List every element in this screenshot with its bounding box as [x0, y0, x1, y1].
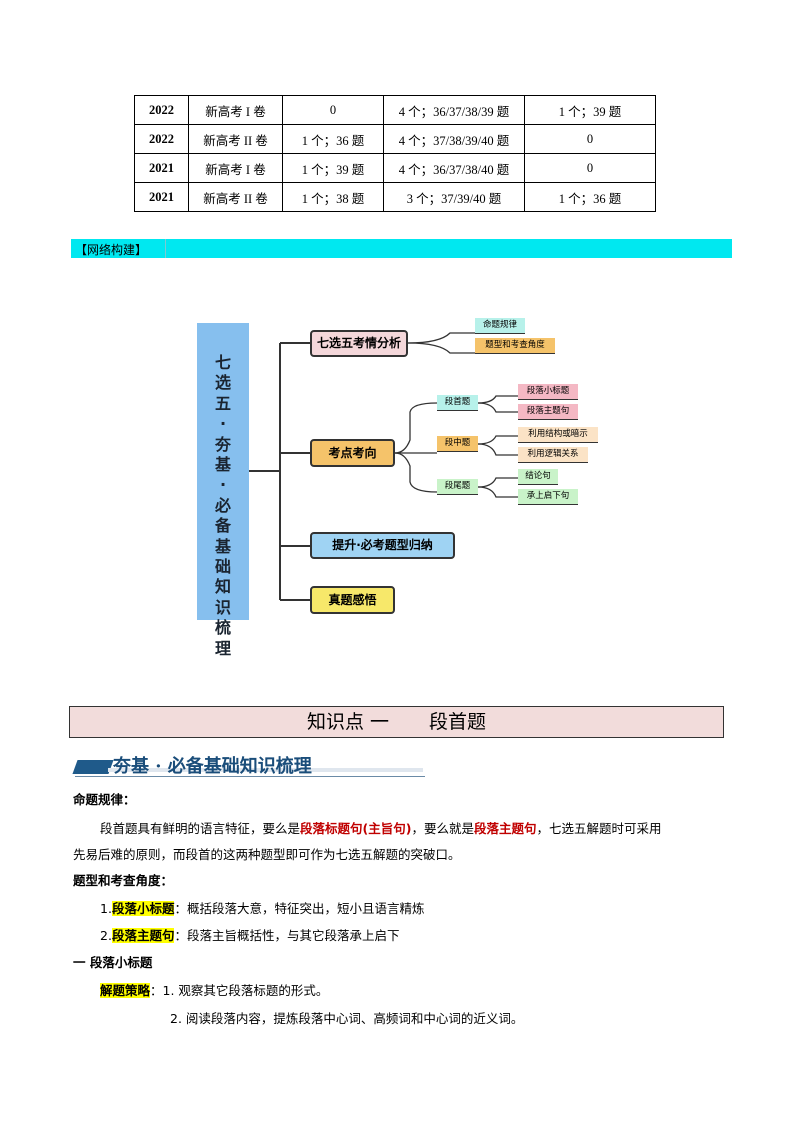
- mindmap-root-char: 识: [214, 597, 231, 617]
- strategy-line-1: 解题策略：1. 观察其它段落标题的形式。: [100, 978, 328, 1003]
- table-cell: 1 个；38 题: [282, 182, 384, 212]
- table-row: 2022 新高考 I 卷 0 4 个；36/37/38/39 题 1 个；39 …: [134, 95, 656, 125]
- table-cell: 1 个；36 题: [282, 124, 384, 154]
- band-label: 【网络构建】: [75, 243, 148, 257]
- heading-section-one: 一 段落小标题: [73, 955, 153, 970]
- mindmap-root-char: 七: [214, 353, 231, 372]
- table-cell: 1 个；39 题: [524, 95, 656, 125]
- mindmap-root-char: 选: [214, 373, 231, 393]
- table-cell: 1 个；36 题: [524, 182, 656, 212]
- mindmap-branch-analysis: 七选五考情分析: [310, 330, 408, 357]
- strategy-line-2: 2. 阅读段落内容，提炼段落中心词、高频词和中心词的近义词。: [170, 1011, 524, 1026]
- table-cell-paper: 新高考 II 卷: [188, 182, 283, 212]
- table-cell: 3 个；37/39/40 题: [383, 182, 525, 212]
- section-band-network: 【网络构建】: [71, 239, 732, 258]
- mindmap-sub: 段尾题: [437, 479, 478, 495]
- mindmap-root-char: ·: [219, 414, 227, 434]
- knowledge-point-header: 知识点 一 段首题: [69, 706, 724, 738]
- mindmap-root-char: 夯: [214, 434, 231, 454]
- highlight-term: 解题策略: [100, 983, 151, 998]
- table-cell-year: 2021: [134, 153, 189, 183]
- mindmap-root-char: ·: [219, 475, 227, 495]
- heading-rule: 命题规律：: [73, 792, 136, 807]
- list-item-1: 1.段落小标题：概括段落大意，特征突出，短小且语言精炼: [100, 896, 424, 921]
- mindmap-root-char: 梳: [214, 618, 231, 638]
- paragraph-1-line-2: 先易后难的原则，而段首的这两种题型即可作为七选五解题的突破口。: [73, 847, 461, 862]
- table-cell-year: 2022: [134, 124, 189, 154]
- list-number: 1.: [100, 901, 112, 916]
- mindmap-root-char: 础: [214, 557, 231, 577]
- table-cell-year: 2021: [134, 182, 189, 212]
- mindmap-leaf: 利用结构或暗示: [518, 427, 598, 443]
- table-row: 2022 新高考 II 卷 1 个；36 题 4 个；37/38/39/40 题…: [134, 124, 656, 154]
- paragraph-1: 段首题具有鲜明的语言特征，要么是段落标题句(主旨句)，要么就是段落主题句，七选五…: [100, 816, 730, 841]
- heading-type: 题型和考查角度：: [73, 873, 174, 888]
- mindmap-root-char: 基: [214, 455, 231, 475]
- mindmap-root: 七选五·夯基·必备基础知识梳理: [197, 323, 249, 658]
- emphasis-red: 段落主题句: [473, 821, 537, 836]
- band-divider: [165, 239, 166, 258]
- exam-stats-table: 2022 新高考 I 卷 0 4 个；36/37/38/39 题 1 个；39 …: [134, 95, 656, 212]
- text-run: 段首题具有鲜明的语言特征，要么是: [100, 821, 301, 836]
- mindmap-branch-kaodian: 考点考向: [310, 439, 395, 467]
- list-number: 2.: [100, 928, 112, 943]
- mindmap-leaf: 利用逻辑关系: [518, 447, 588, 463]
- text-run: ：概括段落大意，特征突出，短小且语言精炼: [174, 901, 425, 916]
- mindmap-root-char: 五: [214, 393, 231, 413]
- mindmap-leaf: 段落主题句: [518, 404, 578, 420]
- table-row: 2021 新高考 II 卷 1 个；38 题 3 个；37/39/40 题 1 …: [134, 182, 656, 212]
- mindmap-root-char: 必: [214, 495, 231, 515]
- mindmap-sub: 段首题: [437, 395, 478, 411]
- highlight-term: 段落主题句: [111, 928, 175, 943]
- list-item-2: 2.段落主题句：段落主旨概括性，与其它段落承上启下: [100, 923, 399, 948]
- text-run: ：1. 观察其它段落标题的形式。: [150, 983, 329, 998]
- highlight-term: 段落小标题: [111, 901, 175, 916]
- mindmap-sub: 段中题: [437, 436, 478, 452]
- table-cell-paper: 新高考 I 卷: [188, 95, 283, 125]
- mindmap-leaf: 段落小标题: [518, 384, 578, 400]
- mindmap-root-char: 备: [214, 516, 231, 536]
- text-run: ：段落主旨概括性，与其它段落承上启下: [174, 928, 400, 943]
- mindmap-leaf: 承上启下句: [518, 489, 578, 505]
- subhead-banner: 夯基 · 必备基础知识梳理: [72, 752, 425, 778]
- knowledge-title-b: 段首题: [429, 711, 487, 733]
- mindmap-leaf: 结论句: [518, 469, 558, 485]
- emphasis-red: 段落标题句(主旨句): [300, 821, 412, 836]
- mindmap-root-label: 七选五·夯基·必备基础知识梳理: [197, 353, 249, 659]
- subhead-rule: [75, 776, 425, 777]
- mindmap-root-char: 理: [214, 638, 231, 658]
- text-run: ，要么就是: [411, 821, 474, 836]
- knowledge-title-a: 知识点 一: [306, 711, 390, 733]
- table-cell: 4 个；36/37/38/40 题: [383, 153, 525, 183]
- subhead-title: 夯基 · 必备基础知识梳理: [113, 756, 312, 777]
- table-cell-paper: 新高考 II 卷: [188, 124, 283, 154]
- mindmap-branch-zhenti: 真题感悟: [310, 586, 395, 614]
- mindmap-leaf: 题型和考查角度: [475, 338, 555, 354]
- text-run: ，七选五解题时可采用: [536, 821, 662, 836]
- mindmap-branch-tisheng: 提升·必考题型归纳: [310, 532, 455, 559]
- mindmap-root-char: 基: [214, 536, 231, 556]
- table-cell-year: 2022: [134, 95, 189, 125]
- mindmap-root-char: 知: [214, 577, 231, 597]
- mindmap-leaf: 命题规律: [475, 318, 525, 334]
- subhead-underlay: [108, 768, 423, 772]
